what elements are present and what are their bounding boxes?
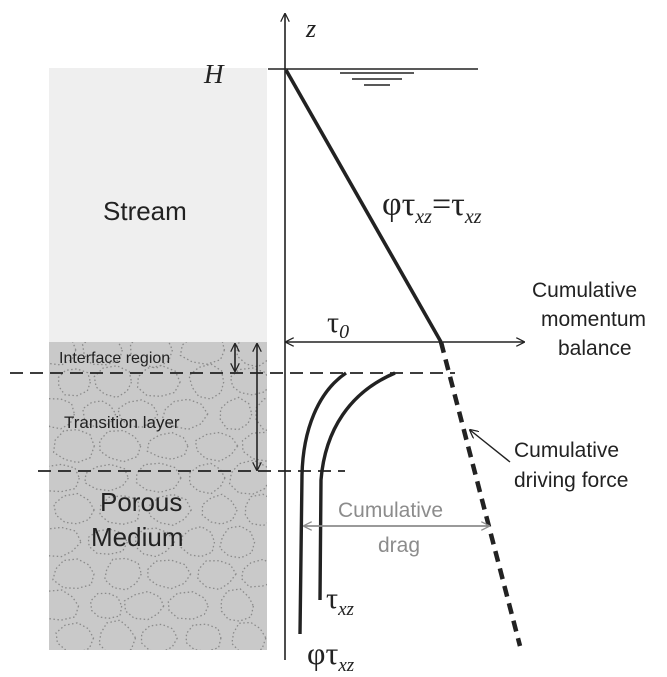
grain-outline [197,560,237,591]
grain-outline [220,588,255,622]
grain-outline [135,527,176,558]
tau-curve [318,371,396,601]
tau0-symbol: τ [327,306,339,339]
phi-tau-xz-subscript: xz [337,655,354,676]
stream-region [49,68,267,342]
grain-outline [87,528,129,555]
grain-outline [103,557,142,591]
grain-outline [129,342,174,370]
grain-outline [99,495,141,525]
grain-outline [99,429,142,463]
tau-xz-symbol: τ [326,582,338,615]
grain-outline [55,622,95,650]
grain-outline [123,590,165,621]
grain-outline [84,463,130,492]
momentum-label-2: momentum [541,308,646,331]
grain-outline [93,365,133,399]
stream-label: Stream [103,196,187,226]
grain-outline [167,591,209,620]
grain-outline [180,525,216,558]
tau0-subscript: 0 [339,321,349,343]
stream-stress-line [284,69,443,343]
stream-eq-mid: =τ [432,186,465,223]
phi-tau-xz-symbol: φτ [307,635,338,671]
z-axis-label: z [305,14,316,43]
grain-outline [53,492,95,525]
tau-xz-label: τxz [326,582,354,620]
momentum-label-3: balance [558,337,632,360]
grain-outline [49,463,80,493]
stream-equation: φτxz=τxz [382,186,482,228]
driving-force-pointer [470,430,511,463]
drag-label-1: Cumulative [338,499,443,522]
grain-outline [231,621,267,650]
transition-layer-label: Transition layer [64,413,180,432]
interface-region-label: Interface region [59,350,170,367]
driving-force-line [438,341,523,647]
grain-outline [140,623,179,650]
stream-eq-left: φτ [382,186,415,223]
stream-eq-sub1: xz [414,206,432,228]
grain-outline [146,431,189,460]
momentum-label-1: Cumulative [532,279,637,302]
porous-label: Porous [100,487,182,517]
phi-tau-xz-label: φτxz [307,635,355,676]
grain-outline [201,493,238,525]
grain-outline [218,525,256,559]
water-level-icon [340,72,414,86]
height-label: H [203,59,225,89]
stream-eq-sub2: xz [464,206,482,228]
grain-outline [219,396,253,431]
phi-tau-curve [298,371,347,635]
medium-label: Medium [91,522,183,552]
grain-outline [194,431,239,462]
grain-outline [136,364,181,397]
tau0-label: τ0 [327,306,349,343]
porous-region [49,342,267,650]
grain-outline [89,592,123,620]
grain-outline [81,342,123,366]
grain-outline [49,342,77,366]
driving-label-1: Cumulative [514,439,619,462]
driving-label-2: driving force [514,469,628,492]
grain-outline [188,363,225,400]
tau-xz-subscript: xz [337,599,354,620]
grain-outline [244,493,267,527]
grain-outline [82,400,117,429]
porous-grains [49,342,267,650]
grain-outline [185,623,222,650]
drag-label-2: drag [378,534,420,557]
